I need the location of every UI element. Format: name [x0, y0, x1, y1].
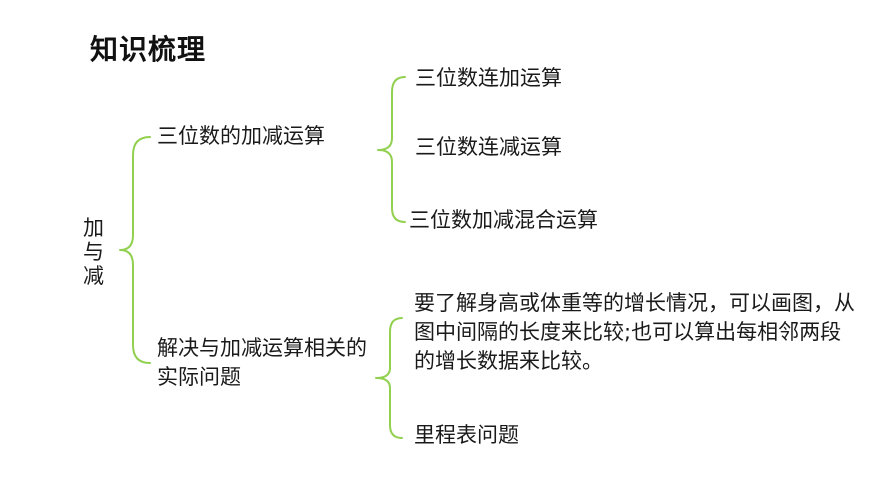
branch-2-brace [375, 317, 403, 439]
leaf-growth-comparison: 要了解身高或体重等的增长情况，可以画图，从图中间隔的长度来比较;也可以算出每相邻… [414, 291, 855, 373]
leaf-consecutive-addition: 三位数连加运算 [415, 66, 562, 90]
page-title: 知识梳理 [90, 33, 207, 66]
leaf-consecutive-subtraction: 三位数连减运算 [415, 135, 562, 159]
leaf-mixed-operations: 三位数加减混合运算 [409, 208, 598, 232]
leaf-odometer-problem: 里程表问题 [414, 423, 519, 447]
branch-node-word-problems: 解决与加减运算相关的实际问题 [157, 336, 367, 389]
branch-1-brace [377, 76, 406, 223]
root-brace [119, 136, 151, 364]
root-node: 加与减 [83, 216, 104, 288]
branch-node-arithmetic: 三位数的加减运算 [157, 124, 325, 148]
